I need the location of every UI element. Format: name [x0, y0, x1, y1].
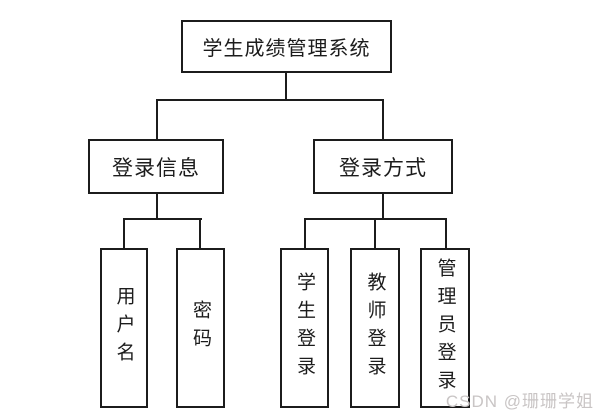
node-username-label: 用户名 [113, 286, 135, 370]
connector-level1-right-drop [382, 99, 384, 139]
connector-root-drop [285, 73, 287, 101]
node-student-login-label: 学生登录 [294, 272, 315, 384]
node-root-system: 学生成绩管理系统 [181, 20, 392, 73]
connector-info-drop [156, 194, 158, 220]
connector-username-drop [123, 218, 125, 248]
node-username: 用户名 [100, 248, 148, 408]
node-teacher-login: 教师登录 [350, 248, 400, 408]
node-password: 密码 [176, 248, 225, 408]
connector-method-drop [382, 194, 384, 220]
connector-info-horizontal [123, 218, 202, 220]
connector-level1-left-drop [156, 99, 158, 139]
csdn-watermark: CSDN @珊珊学姐 [445, 392, 594, 411]
connector-student-drop [304, 218, 306, 248]
node-login-method: 登录方式 [313, 139, 453, 194]
connector-teacher-drop [374, 218, 376, 248]
node-password-label: 密码 [190, 300, 211, 356]
node-student-login: 学生登录 [280, 248, 329, 408]
connector-password-drop [199, 218, 201, 248]
node-login-info: 登录信息 [88, 139, 224, 194]
node-admin-login: 管理员登录 [420, 248, 470, 408]
node-admin-login-label: 管理员登录 [434, 258, 456, 398]
node-teacher-login-label: 教师登录 [364, 272, 386, 384]
connector-level1-horizontal [156, 99, 384, 101]
connector-admin-drop [445, 218, 447, 248]
